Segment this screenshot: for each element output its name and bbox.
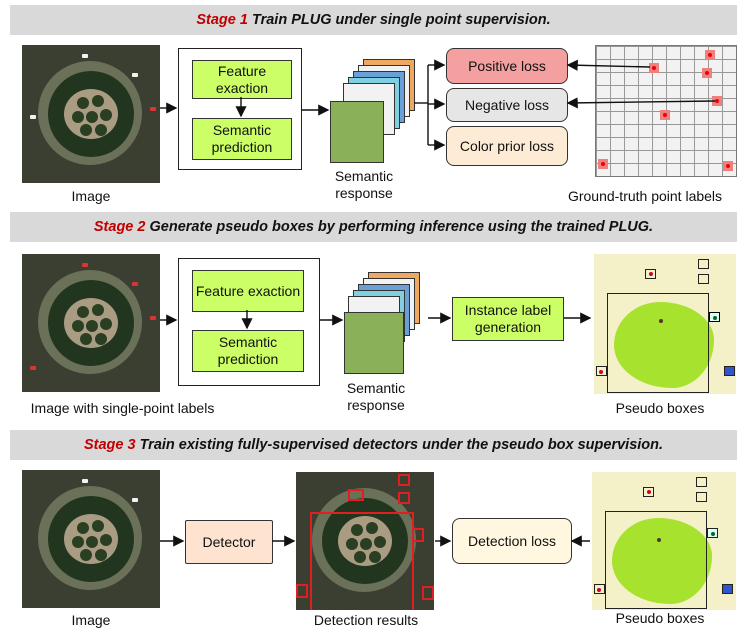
arrow-left-icon bbox=[566, 59, 651, 71]
positive-loss-box: Positive loss bbox=[446, 48, 568, 84]
stage2-aerial-image bbox=[22, 254, 160, 392]
stage1-text: Train PLUG under single point supervisio… bbox=[247, 12, 551, 28]
stage3-text: Train existing fully-supervised detector… bbox=[135, 437, 664, 453]
stage2-banner: Stage 2 Generate pseudo boxes by perform… bbox=[10, 212, 737, 242]
instance-label-generation-box: Instance label generation bbox=[452, 297, 564, 341]
stage3-banner: Stage 3 Train existing fully-supervised … bbox=[10, 430, 737, 460]
stage1-aerial-image bbox=[22, 45, 160, 183]
stage3-pseudo-caption: Pseudo boxes bbox=[615, 610, 705, 626]
stage1-image-caption: Image bbox=[71, 188, 111, 204]
detection-results-caption: Detection results bbox=[313, 612, 419, 628]
stage1-feature-exaction: Feature exaction bbox=[192, 60, 292, 99]
stage2-number: Stage 2 bbox=[93, 219, 146, 235]
stage1-banner: Stage 1 Train PLUG under single point su… bbox=[10, 5, 737, 35]
stage3-pseudo-boxes-image bbox=[592, 472, 736, 610]
stage1-semantic-response-label: Semantic response bbox=[334, 168, 394, 201]
detection-results-image bbox=[296, 472, 434, 610]
stage3-aerial-image bbox=[22, 470, 160, 608]
stage2-semantic-response-label: Semantic response bbox=[346, 380, 406, 413]
gt-point-labels-caption: Ground-truth point labels bbox=[567, 188, 723, 204]
stage2-text: Generate pseudo boxes by performing infe… bbox=[145, 219, 654, 235]
ground-truth-point-grid bbox=[595, 45, 737, 177]
stage2-image-caption: Image with single-point labels bbox=[30, 400, 215, 416]
stage3-number: Stage 3 bbox=[83, 437, 136, 453]
color-prior-loss-box: Color prior loss bbox=[446, 126, 568, 166]
arrow-left-icon bbox=[566, 97, 716, 109]
stage2-semantic-prediction: Semantic prediction bbox=[192, 330, 304, 372]
stage2-pseudo-caption: Pseudo boxes bbox=[615, 400, 705, 416]
negative-loss-box: Negative loss bbox=[446, 88, 568, 122]
stage3-image-caption: Image bbox=[71, 612, 111, 628]
stage1-semantic-prediction: Semantic prediction bbox=[192, 118, 292, 160]
detection-loss-box: Detection loss bbox=[452, 518, 572, 564]
stage1-number: Stage 1 bbox=[196, 12, 248, 28]
detector-box: Detector bbox=[185, 520, 273, 564]
stage2-pseudo-boxes-image bbox=[594, 254, 736, 394]
stage2-feature-exaction: Feature exaction bbox=[192, 270, 304, 312]
